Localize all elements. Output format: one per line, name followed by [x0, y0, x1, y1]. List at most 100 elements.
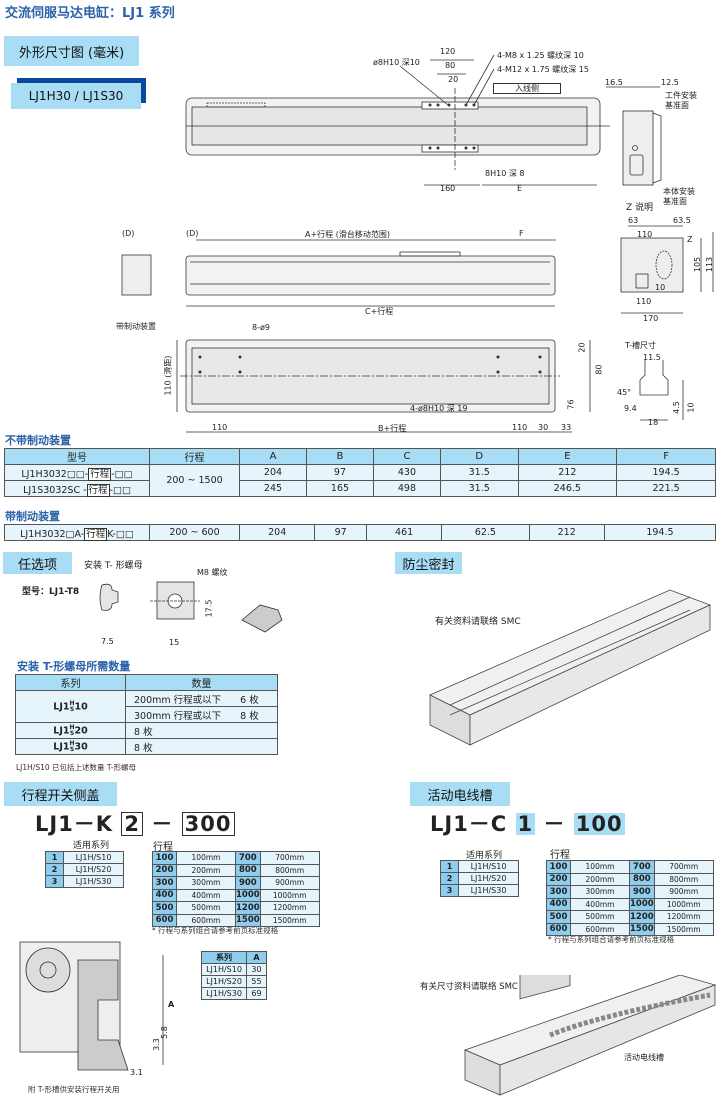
model-tab: LJ1H30 / LJ1S30	[11, 83, 141, 109]
series-value: LJ1H/S30	[458, 884, 519, 897]
series-value: LJ1H/S30	[63, 875, 124, 888]
model-suffix: -□□	[109, 484, 131, 496]
col-stroke: 行程	[149, 448, 240, 465]
stroke-value: 500mm	[176, 901, 236, 915]
dim-b: B+行程	[378, 424, 407, 433]
dim-e: E	[517, 184, 523, 193]
col-c: C	[372, 448, 441, 465]
stroke-value: 500mm	[570, 910, 630, 924]
col-e: E	[517, 448, 618, 465]
stroke-code-box: 300	[181, 812, 235, 836]
dim-5-8: 5.8	[159, 1026, 169, 1039]
col-model: 型号	[4, 448, 150, 465]
nut-qty-heading: 安装 T-形螺母所需数量	[17, 660, 131, 673]
series-code: 1	[440, 860, 459, 873]
stroke-value: 400mm	[570, 897, 630, 911]
series-code: 1	[45, 851, 64, 864]
z-view-drawing	[606, 86, 662, 186]
m12-label: 4-M12 x 1.75 螺纹深 15	[497, 65, 589, 74]
col-f: F	[616, 448, 716, 465]
value-cell: 221.5	[616, 480, 716, 497]
cable-side-label: 入线侧	[493, 83, 561, 94]
dim-110b: 110	[636, 297, 652, 306]
stroke-value: 200mm	[570, 872, 630, 886]
model-cell: LJ1H3032□□-行程-□□	[4, 464, 150, 481]
dim-80: 80	[445, 61, 456, 70]
dim-15: 15	[169, 638, 180, 647]
stroke-code: 600	[546, 922, 571, 936]
value-cell: 246.5	[517, 480, 618, 497]
dust-seal-note: 有关资料请联络 SMC	[435, 617, 521, 627]
t-nut-drawing	[99, 581, 283, 633]
dim-76: 76	[566, 399, 576, 410]
pins-label: 4-ø8H10 深 19	[410, 404, 468, 413]
t-slot-drawing	[639, 360, 684, 421]
bottom-view-drawing	[176, 339, 591, 433]
m8-thread-label: M8 螺纹	[197, 568, 228, 577]
dim-160: 160	[440, 184, 456, 193]
stroke-code: 500	[152, 901, 177, 915]
switch-cover-section-drawing	[19, 941, 164, 1071]
dim-c: C+行程	[365, 307, 394, 316]
stroke-note: * 行程与系列组合请参考前页标准规格	[548, 935, 675, 944]
dim-33: 33	[561, 423, 572, 432]
stroke-code: 800	[629, 872, 655, 886]
series-code: 2	[440, 872, 459, 885]
stroke-code: 400	[546, 897, 571, 911]
value-cell: 194.5	[616, 464, 716, 481]
a-value: 30	[246, 963, 267, 976]
work-ref-label: 工件安装	[665, 91, 697, 100]
dim-120: 120	[440, 47, 456, 56]
stroke-code: 700	[629, 860, 655, 874]
body-ref-label: 本体安装	[663, 187, 695, 196]
stroke-code: 100	[152, 851, 177, 865]
stroke-label: 行程	[550, 850, 570, 861]
stroke-code: 1200	[629, 910, 655, 924]
switch-cover-tab: 行程开关侧盖	[4, 782, 117, 806]
col-a: A	[246, 951, 267, 964]
series-value: LJ1H/S30	[201, 987, 247, 1000]
stroke-cell: 200 ~ 1500	[149, 464, 240, 497]
stroke-value: 1200mm	[653, 910, 714, 924]
dim-10: 10	[655, 283, 666, 292]
value-cell: 461	[365, 524, 443, 541]
a-value: 69	[246, 987, 267, 1000]
stroke-value: 900mm	[259, 876, 320, 890]
series-label: 适用系列	[466, 851, 503, 861]
value-cell: 62.5	[441, 524, 530, 541]
dust-seal-tab: 防尘密封	[395, 552, 462, 574]
dim-110a: 110	[637, 230, 653, 239]
hole-label: ø8H10 深10	[373, 58, 420, 67]
z-caption: Z 说明	[626, 203, 654, 213]
dim-z: Z	[687, 235, 693, 244]
dim-9-4: 9.4	[624, 404, 637, 413]
options-subtitle: 安装 T- 形螺母	[84, 561, 143, 571]
dim-30: 30	[538, 423, 549, 432]
work-ref-label-2: 基准面	[665, 101, 689, 110]
value-cell: 31.5	[439, 480, 519, 497]
value-cell: 498	[372, 480, 441, 497]
dim-16-5: 16.5	[605, 78, 623, 87]
dim-20: 20	[448, 75, 459, 84]
quantity-cell: 200mm 行程或以下 6 枚	[125, 690, 278, 707]
body-ref-label-2: 基准面	[663, 197, 687, 206]
